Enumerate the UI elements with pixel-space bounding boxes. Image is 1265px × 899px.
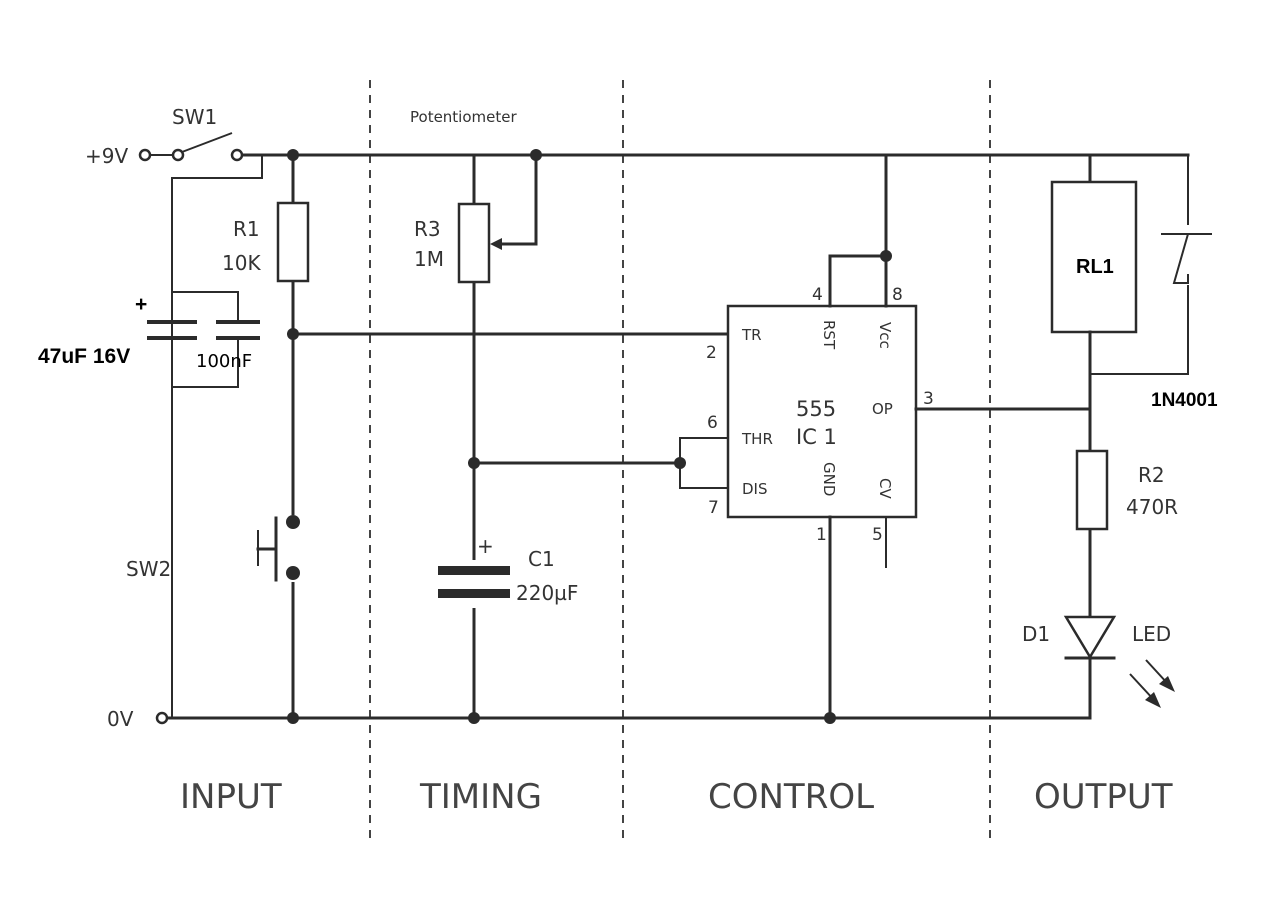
junction-dot bbox=[468, 712, 480, 724]
c1-name-label: C1 bbox=[528, 547, 555, 571]
sw1-return-wire bbox=[171, 155, 263, 718]
pot-wiper-arrow bbox=[490, 238, 502, 250]
section-title-output: OUTPUT bbox=[1034, 777, 1173, 817]
pin-number-8: 8 bbox=[892, 285, 903, 305]
plus9v-terminal bbox=[138, 148, 152, 162]
led-ray-2-head bbox=[1159, 676, 1175, 692]
pin-cv-label: CV bbox=[876, 478, 894, 499]
cap-47uf-plate-top bbox=[147, 320, 197, 324]
junction-dot bbox=[287, 712, 299, 724]
pin-op-label: OP bbox=[872, 400, 893, 418]
sw2-label: SW2 bbox=[126, 557, 171, 581]
d1-name-label: D1 bbox=[1022, 622, 1050, 646]
pin-tr-label: TR bbox=[741, 326, 762, 344]
d1-type-label: LED bbox=[1132, 622, 1171, 646]
sw2-contact-top bbox=[286, 515, 300, 529]
sw1-contact-left bbox=[171, 148, 185, 162]
junction-dot bbox=[880, 250, 892, 262]
led-d1-triangle bbox=[1063, 615, 1117, 660]
ic-555-body bbox=[726, 304, 918, 519]
r3-value-label: 1M bbox=[414, 247, 444, 271]
caps-top-wire bbox=[172, 291, 239, 322]
section-title-timing: TIMING bbox=[419, 777, 542, 817]
pin-thr-label: THR bbox=[741, 430, 773, 448]
pin-number-4: 4 bbox=[812, 285, 823, 305]
r1-name-label: R1 bbox=[233, 217, 260, 241]
sw1-label: SW1 bbox=[172, 105, 217, 129]
c1-plus-label: + bbox=[477, 534, 494, 558]
junction-dot bbox=[674, 457, 686, 469]
pin-number-6: 6 bbox=[707, 413, 718, 433]
r1-value-label: 10K bbox=[222, 251, 261, 275]
pin-gnd-label: GND bbox=[820, 462, 838, 496]
sw2-contact-bottom bbox=[286, 566, 300, 580]
junction-dot bbox=[530, 149, 542, 161]
ic-name-label: 555 bbox=[796, 397, 836, 421]
r2-resistor bbox=[1075, 449, 1109, 531]
pin-rst-label: RST bbox=[820, 320, 838, 350]
ic-ref-label: IC 1 bbox=[796, 425, 837, 449]
pin-number-2: 2 bbox=[706, 343, 717, 363]
sw1-lever bbox=[181, 132, 233, 153]
r2-name-label: R2 bbox=[1138, 463, 1165, 487]
cap-47uf-label: 47uF 16V bbox=[38, 345, 130, 368]
thr-dis-join bbox=[679, 437, 728, 489]
rl1-label: RL1 bbox=[1076, 256, 1114, 278]
zero-v-label: 0V bbox=[107, 707, 134, 731]
cap-100nf-plate-top bbox=[216, 320, 260, 324]
pin-number-3: 3 bbox=[923, 389, 934, 409]
pin-dis-label: DIS bbox=[742, 480, 768, 498]
pin-number-7: 7 bbox=[708, 498, 719, 518]
r2-value-label: 470R bbox=[1126, 495, 1178, 519]
r3-resistor bbox=[457, 202, 491, 284]
led-ray-1-head bbox=[1145, 692, 1161, 708]
c1-plate-bottom bbox=[438, 589, 510, 598]
zero-v-terminal bbox=[155, 711, 169, 725]
rst-wire bbox=[828, 254, 888, 308]
potentiometer-label: Potentiometer bbox=[410, 108, 517, 126]
cap-100nf-label: 100nF bbox=[196, 351, 252, 372]
relay-rl1 bbox=[1050, 180, 1138, 334]
junction-dot bbox=[287, 328, 299, 340]
section-title-input: INPUT bbox=[180, 777, 282, 817]
cap-plus-label: + bbox=[135, 293, 147, 316]
cap-47uf-plate-bottom bbox=[147, 336, 197, 340]
caps-bottom-wire bbox=[172, 340, 239, 388]
pin-number-5: 5 bbox=[872, 525, 883, 545]
cap-100nf-plate-bottom bbox=[216, 336, 260, 340]
pin-number-1: 1 bbox=[816, 525, 827, 545]
section-title-control: CONTROL bbox=[708, 777, 874, 817]
diode-1n4001-symbol bbox=[1161, 233, 1212, 284]
r1-resistor bbox=[276, 201, 310, 283]
diode-1n4001-label: 1N4001 bbox=[1151, 390, 1218, 411]
pot-wiper-wire bbox=[500, 153, 538, 246]
junction-dot bbox=[824, 712, 836, 724]
sw1-contact-right bbox=[230, 148, 244, 162]
junction-dot bbox=[468, 457, 480, 469]
c1-value-label: 220µF bbox=[516, 581, 578, 605]
r3-name-label: R3 bbox=[414, 217, 441, 241]
junction-dot bbox=[287, 149, 299, 161]
pin-vcc-label: Vcc bbox=[876, 322, 894, 349]
plus9v-label: +9V bbox=[85, 144, 128, 168]
c1-plate-top bbox=[438, 566, 510, 575]
